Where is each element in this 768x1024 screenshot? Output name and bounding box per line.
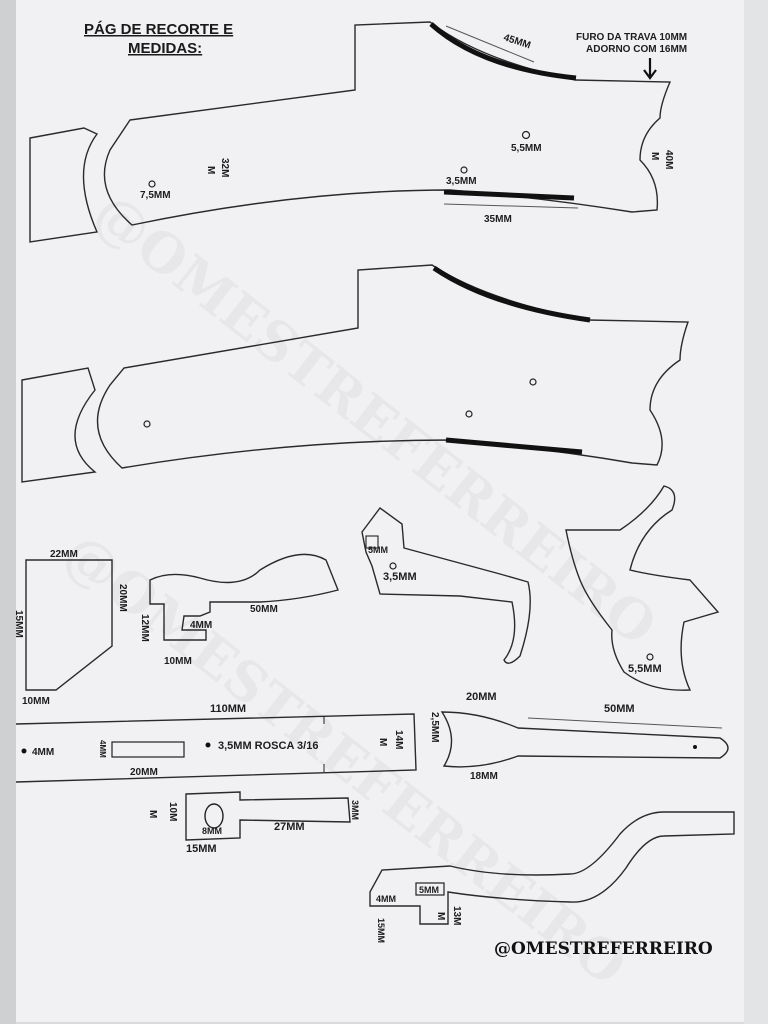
trigger-5mm: 5MM [368, 545, 388, 555]
spring-50mm: 50MM [604, 703, 635, 715]
trigger-guard-part [369, 811, 735, 925]
label-40m: 40M [663, 150, 674, 169]
guard-15mm: 15MM [376, 918, 386, 943]
frame-outline-second [21, 367, 97, 483]
label-5-5mm: 5,5MM [511, 143, 542, 154]
lever-4mm: 4MM [190, 620, 212, 631]
side-plate [25, 559, 113, 691]
frame-top-curve-mark [429, 22, 577, 81]
guard-13m-m: M [435, 912, 446, 920]
plate-left-label: 15MM [13, 610, 24, 638]
paper-sheet [16, 0, 744, 1022]
label-40m-m: M [649, 152, 660, 160]
bar-hole-4mm: 4MM [32, 747, 54, 758]
bolt-27mm: 27MM [274, 821, 305, 833]
bar-14m: 14M [393, 730, 404, 749]
table-edge-right [744, 0, 768, 1024]
label-7-5mm: 7,5MM [140, 190, 171, 201]
guard-5mm: 5MM [419, 885, 439, 895]
bar-slot-4mm: 4MM [98, 740, 107, 758]
bar-110mm: 110MM [210, 703, 246, 715]
trigger-3-5mm: 3,5MM [383, 571, 417, 583]
bar-rosca: 3,5MM ROSCA 3/16 [218, 740, 318, 752]
frame-second-bottom-mark [445, 437, 583, 455]
page-title-line1: PÁG DE RECORTE E [84, 21, 233, 38]
bolt-m: M [147, 810, 158, 818]
lever-12mm: 12MM [139, 614, 150, 642]
bolt-3mm: 3MM [350, 800, 360, 820]
bolt-10m: 10M [167, 802, 178, 821]
lever-50mm: 50MM [250, 604, 278, 615]
label-32m: 32M [219, 158, 230, 177]
guard-4mm: 4MM [376, 894, 396, 904]
table-edge-left [0, 0, 16, 1024]
bolt-8mm: 8MM [202, 826, 222, 836]
plate-bottom-label: 10MM [22, 696, 50, 707]
arrow-down-icon [643, 58, 657, 80]
label-3-5mm: 3,5MM [446, 176, 477, 187]
author-signature: @OMESTREFERREIRO [494, 939, 713, 959]
bolt-15mm: 15MM [186, 843, 217, 855]
trigger-part [361, 507, 531, 664]
plate-top-label: 22MM [50, 549, 78, 560]
lever-part [149, 553, 339, 641]
lever-10mm: 10MM [164, 656, 192, 667]
bolt-part [185, 791, 351, 841]
label-35mm: 35MM [484, 214, 512, 225]
hammer-5-5mm: 5,5MM [628, 663, 662, 675]
hammer-part [565, 485, 720, 691]
spring-20mm: 20MM [466, 691, 497, 703]
plate-right-label: 20MM [117, 584, 128, 612]
frame-outline-top [29, 127, 99, 243]
bar-14m-m: M [377, 738, 388, 746]
guard-13m: 13M [451, 906, 462, 925]
spring-part [440, 711, 729, 768]
frame-second-curve-mark [432, 265, 591, 323]
label-45mm: 45MM [502, 32, 532, 51]
spring-18mm: 18MM [470, 771, 498, 782]
spring-2-5mm: 2,5MM [429, 712, 440, 743]
long-bar [15, 713, 417, 783]
label-m: M [205, 166, 216, 174]
note-line2: ADORNO COM 16MM [586, 44, 687, 55]
bar-20mm: 20MM [130, 767, 158, 778]
note-line1: FURO DA TRAVA 10MM [576, 32, 687, 43]
page-title-line2: MEDIDAS: [128, 40, 202, 57]
frame-top-bottom-mark [443, 189, 575, 201]
